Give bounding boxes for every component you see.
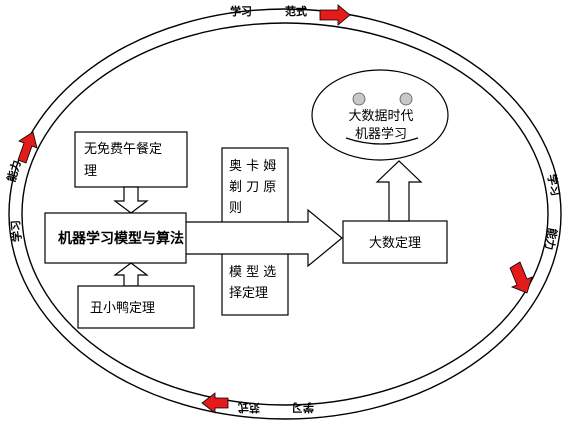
ring-label-bottom-1: 范式 bbox=[238, 401, 260, 415]
ring-label-left-2: 学习 bbox=[8, 219, 24, 242]
no-free-lunch-text-2: 理 bbox=[84, 164, 97, 179]
arrow-up-to-face bbox=[375, 160, 423, 222]
ring-label-left-1: 能力 bbox=[4, 158, 24, 183]
occam-text-2: 剃 刀 原 bbox=[229, 180, 276, 195]
big-number-text: 大数定理 bbox=[369, 236, 421, 251]
outer-ring bbox=[8, 8, 562, 420]
ugly-duckling-text: 丑小鸭定理 bbox=[90, 301, 155, 316]
ring-label-right-1: 学习 bbox=[545, 173, 563, 197]
ugly-duckling-box bbox=[77, 285, 195, 329]
ring-arrow-left bbox=[17, 131, 38, 164]
arrow-down-to-model bbox=[113, 186, 149, 214]
ring-label-bottom-2: 学习 bbox=[292, 401, 314, 415]
face-eye-right bbox=[399, 92, 413, 106]
ring-label-right-2: 能力 bbox=[542, 227, 560, 251]
face-smile bbox=[345, 137, 419, 145]
ring-arrow-bottom bbox=[201, 392, 229, 414]
model-selection-box bbox=[221, 244, 289, 316]
face-eye-left bbox=[352, 92, 366, 106]
face-text-line1: 大数据时代 bbox=[348, 109, 413, 124]
model-selection-text-1: 模 型 选 bbox=[229, 265, 276, 280]
face-text-line2: 机器学习 bbox=[355, 126, 407, 142]
arrow-up-to-model bbox=[113, 262, 149, 287]
ring-arrow-right bbox=[509, 261, 533, 294]
inner-ring bbox=[21, 22, 549, 406]
ml-models-box bbox=[44, 212, 187, 264]
no-free-lunch-text-1: 无免费午餐定 bbox=[84, 141, 162, 157]
ring-arrow-top bbox=[319, 4, 351, 26]
occam-text-3: 则 bbox=[229, 201, 242, 216]
occam-text-1: 奥 卡 姆 bbox=[229, 159, 276, 174]
ring-label-top-left: 学习 bbox=[230, 4, 252, 18]
model-selection-text-2: 择定理 bbox=[229, 286, 268, 301]
ml-models-text: 机器学习模型与算法 bbox=[58, 230, 184, 247]
main-arrow bbox=[184, 208, 343, 268]
ring-label-top-right: 范式 bbox=[285, 4, 307, 18]
big-number-box bbox=[342, 220, 448, 264]
face-ellipse bbox=[311, 69, 449, 161]
